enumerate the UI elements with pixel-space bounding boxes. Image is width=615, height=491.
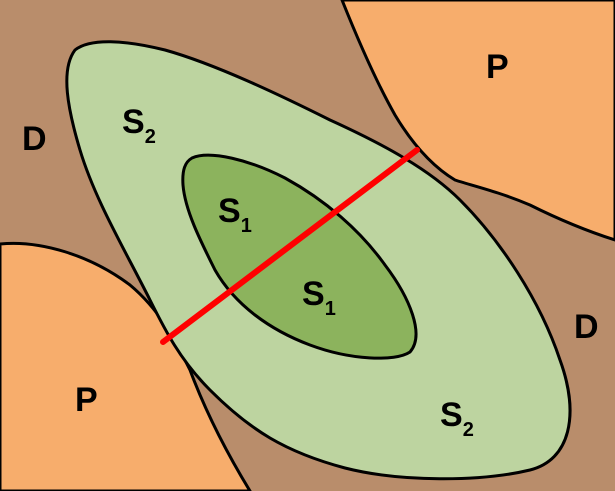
divider-line [160,147,420,345]
label-s2-upper: S2 [122,103,156,148]
label-s1-lower: S1 [302,275,336,320]
label-d-right: D [574,308,599,346]
label-p-bottom-left: P [75,381,98,419]
label-s2-lower: S2 [440,396,474,441]
s1-region [181,153,418,360]
label-d-top-left: D [22,120,47,158]
label-p-top-right: P [486,48,509,86]
label-s1-upper: S1 [218,192,252,237]
p-region-top-right [340,0,615,242]
